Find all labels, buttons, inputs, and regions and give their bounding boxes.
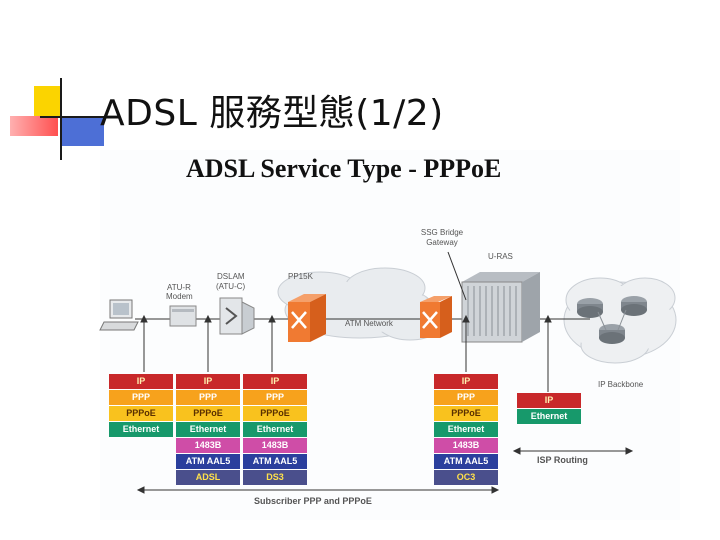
- ssg-pointer-line: [447, 251, 467, 301]
- stack-layer: 1483B: [243, 438, 307, 454]
- atur-label: ATU-R: [167, 283, 191, 292]
- stack-layer: IP: [434, 374, 498, 390]
- stack-layer: Ethernet: [109, 422, 173, 438]
- stack-layer: ATM AAL5: [176, 454, 240, 470]
- pc-protocol-stack: IP PPP PPPoE Ethernet: [109, 374, 173, 438]
- uras-chassis-icon: [461, 272, 540, 343]
- stack-layer: PPPoE: [243, 406, 307, 422]
- stack-layer: PPP: [109, 390, 173, 406]
- isp-routing-arrow: [512, 447, 634, 455]
- ssg-protocol-stack: IP PPP PPPoE Ethernet 1483B ATM AAL5 OC3: [434, 374, 498, 486]
- stack-layer: ATM AAL5: [434, 454, 498, 470]
- stack-layer: PPP: [434, 390, 498, 406]
- uras-label: U-RAS: [488, 252, 513, 261]
- router-icon: [577, 298, 603, 318]
- atuc-label: (ATU-C): [216, 282, 246, 291]
- ip-backbone-label: IP Backbone: [598, 380, 644, 389]
- decor-blue-square: [60, 116, 104, 146]
- router-icon: [599, 324, 625, 344]
- stack-layer: Ethernet: [243, 422, 307, 438]
- modem-icon: [169, 305, 197, 327]
- subscriber-label: Subscriber PPP and PPPoE: [254, 496, 372, 506]
- stack-layer: Ethernet: [517, 409, 581, 425]
- stack-layer: PPPoE: [109, 406, 173, 422]
- stack-layer: PPPoE: [434, 406, 498, 422]
- stack-layer: IP: [176, 374, 240, 390]
- pp15k-switch-icon: [288, 294, 326, 342]
- stack-layer: IP: [517, 393, 581, 409]
- stack-layer: 1483B: [176, 438, 240, 454]
- modem-protocol-stack: IP PPP PPPoE Ethernet 1483B ATM AAL5 ADS…: [176, 374, 240, 486]
- dslam-icon: [219, 297, 255, 335]
- isp-routing-label: ISP Routing: [537, 455, 588, 465]
- stack-layer: Ethernet: [434, 422, 498, 438]
- dslam-label: DSLAM: [217, 272, 245, 281]
- stack-layer: PPP: [243, 390, 307, 406]
- atm-network-label: ATM Network: [345, 319, 393, 328]
- subscriber-arrow: [136, 486, 500, 494]
- ssg-label-line2: Gateway: [426, 238, 458, 247]
- stack-layer: PPPoE: [176, 406, 240, 422]
- isp-protocol-stack: IP Ethernet: [517, 393, 581, 425]
- router-icon: [621, 296, 647, 316]
- dslam-protocol-stack: IP PPP PPPoE Ethernet 1483B ATM AAL5 DS3: [243, 374, 307, 486]
- decor-vertical-line: [60, 78, 62, 160]
- decor-yellow-square: [34, 86, 60, 116]
- stack-layer: Ethernet: [176, 422, 240, 438]
- stack-layer: ADSL: [176, 470, 240, 486]
- ssg-switch-icon: [420, 296, 452, 338]
- stack-layer: IP: [109, 374, 173, 390]
- stack-layer: OC3: [434, 470, 498, 486]
- ssg-label-line1: SSG Bridge: [420, 228, 464, 237]
- stack-layer: ATM AAL5: [243, 454, 307, 470]
- device-stack-links: [140, 314, 552, 392]
- figure-title: ADSL Service Type - PPPoE: [186, 154, 502, 183]
- stack-layer: 1483B: [434, 438, 498, 454]
- decor-horizontal-line: [40, 116, 120, 118]
- modem-label: Modem: [166, 292, 193, 301]
- slide-title: ADSL 服務型態(1/2): [100, 93, 444, 134]
- stack-layer: DS3: [243, 470, 307, 486]
- stack-layer: IP: [243, 374, 307, 390]
- stack-layer: PPP: [176, 390, 240, 406]
- pp15k-label: PP15K: [288, 272, 313, 281]
- pc-icon: [99, 299, 139, 331]
- decor-red-bar-fade: [10, 116, 58, 136]
